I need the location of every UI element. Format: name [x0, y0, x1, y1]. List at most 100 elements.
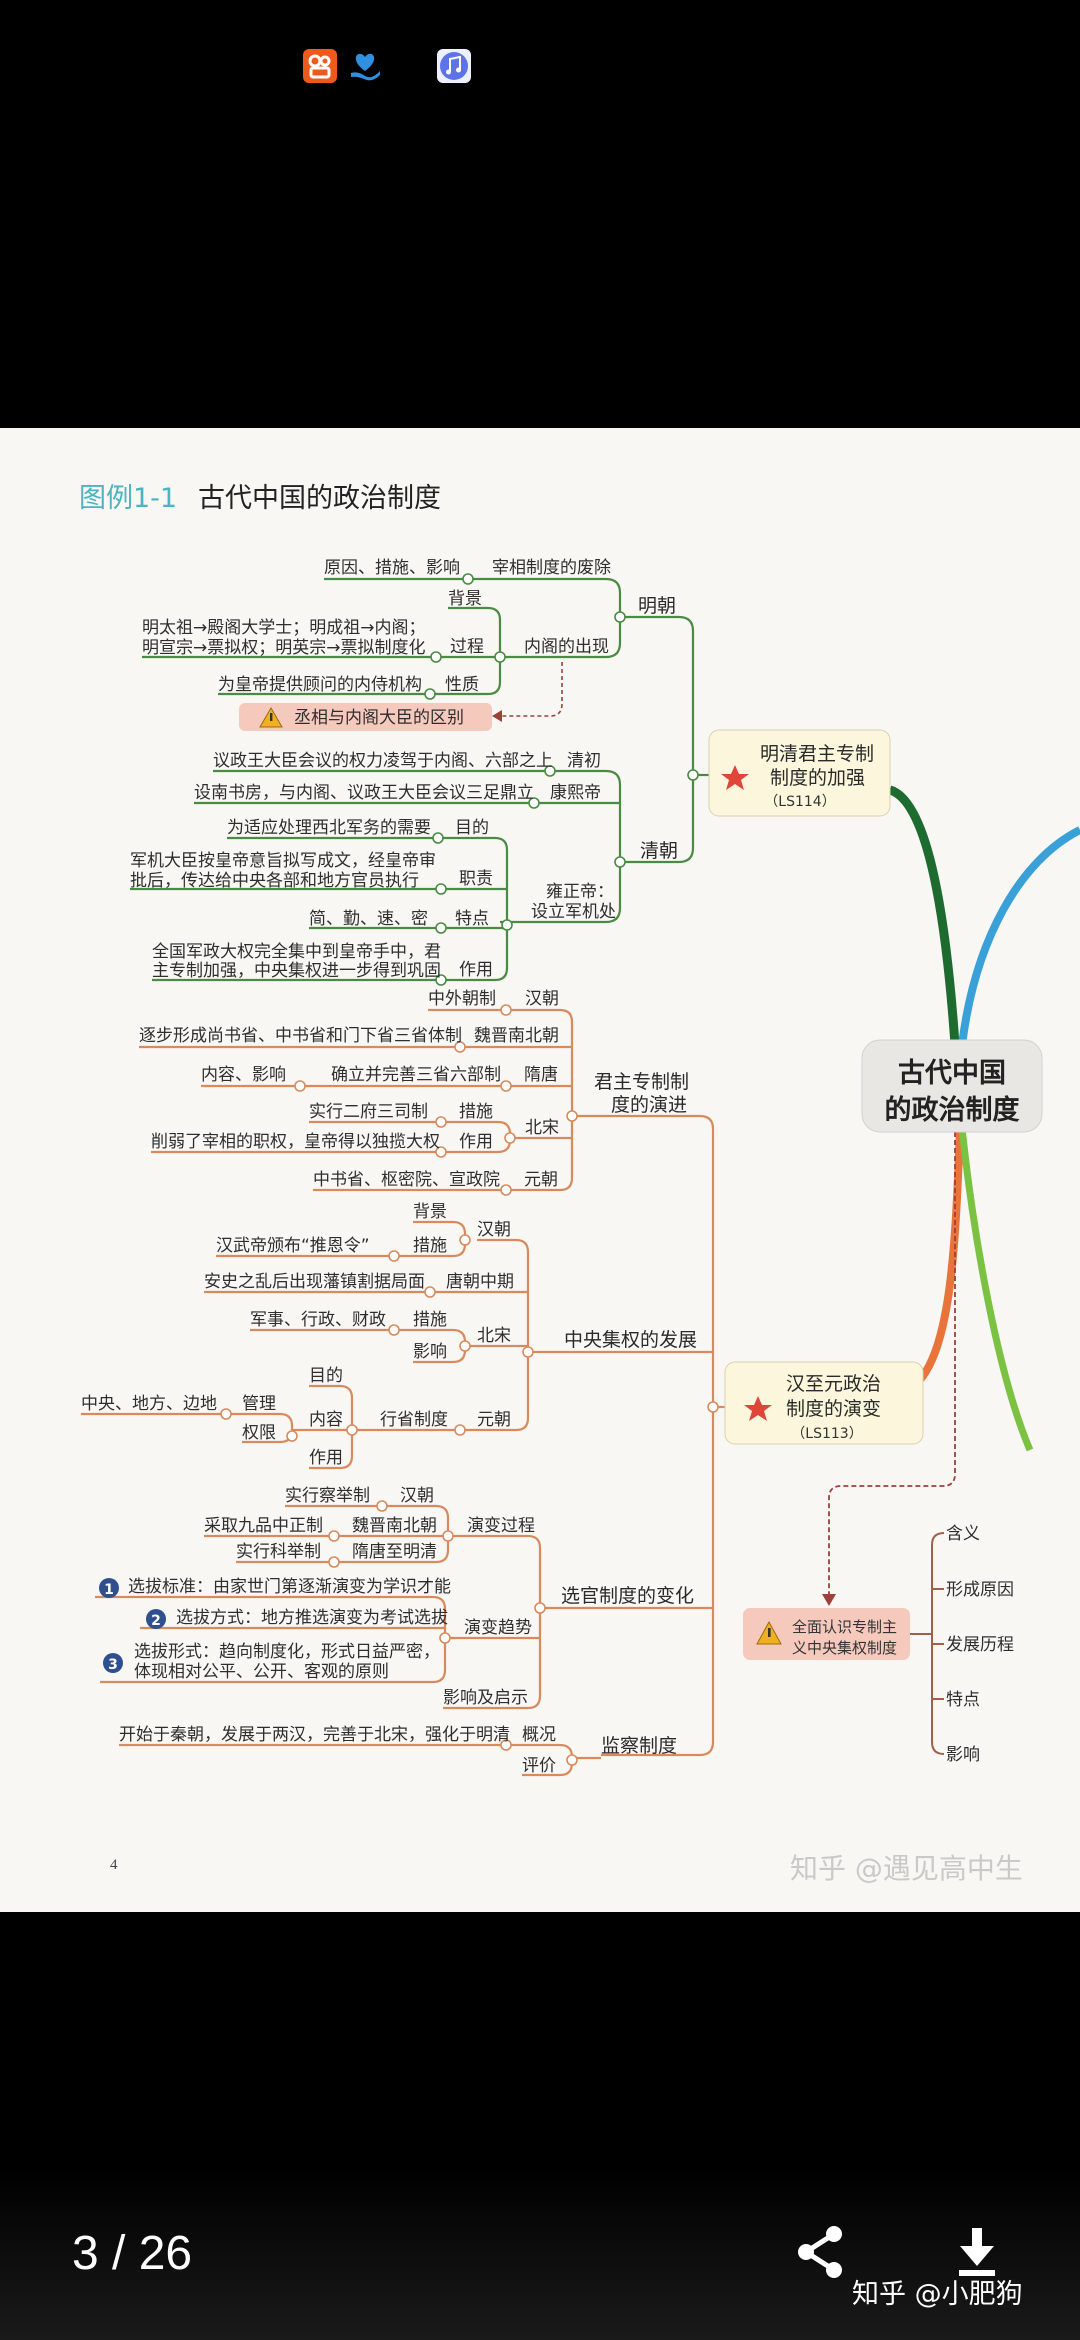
branch-blue: [958, 826, 1080, 1046]
node-autocracy: 度的演进: [611, 1094, 687, 1116]
node-text: 元朝: [477, 1410, 511, 1430]
node-text: 实行科举制: [236, 1542, 321, 1562]
node-text: 批后，传达给中央各部和地方官员执行: [130, 871, 419, 891]
node-text: 隋唐: [524, 1064, 558, 1085]
star-icon: [721, 765, 749, 790]
node-text: 内阁的出现: [524, 637, 609, 657]
share-icon[interactable]: [794, 2224, 850, 2280]
number-badge-text: 3: [108, 1657, 118, 1673]
node-text: 目的: [309, 1366, 343, 1386]
node-text: 特点: [455, 909, 489, 929]
warning-icon: [756, 1620, 782, 1645]
node-text: 作用: [459, 960, 493, 980]
node-text: 汉朝: [477, 1220, 511, 1240]
kuaishou-app-icon: [303, 49, 337, 83]
branch-ming-qing: [888, 785, 960, 1046]
review-item: 特点: [946, 1690, 980, 1710]
page-counter: 3 / 26: [72, 2227, 193, 2280]
node-text: 过程: [450, 637, 484, 657]
node-text: 作用: [459, 1132, 493, 1152]
node-text: 汉至元政治: [786, 1373, 881, 1395]
download-icon[interactable]: [955, 2228, 1001, 2278]
review-item: 影响: [946, 1745, 980, 1765]
node-text: 明太祖→殿阁大学士；明成祖→内阁；: [142, 618, 426, 638]
node-text: 设南书房，与内阁、议政王大臣会议三足鼎立: [194, 783, 534, 803]
node-text: 唐朝中期: [446, 1271, 514, 1292]
han-yuan-node[interactable]: [724, 1361, 924, 1445]
node-text: 逐步形成尚书省、中书省和门下省三省体制: [139, 1026, 462, 1046]
node-selection: 选官制度的变化: [561, 1585, 694, 1607]
center-title-line: 古代中国: [898, 1058, 1006, 1089]
star-icon: [744, 1396, 772, 1421]
node-text: 中书省、枢密院、宣政院: [313, 1170, 500, 1190]
node-ming: 明朝: [638, 595, 676, 617]
node-text: 清初: [567, 751, 601, 771]
node-text: 背景: [448, 589, 482, 609]
node-text: 安史之乱后出现藩镇割据局面: [204, 1272, 425, 1292]
node-text: 措施: [413, 1236, 447, 1256]
node-centralization: 中央集权的发展: [564, 1329, 697, 1351]
node-text: 汉武帝颁布“推恩令”: [216, 1236, 370, 1256]
node-text: 制度的加强: [770, 767, 865, 789]
node-text: 军事、行政、财政: [250, 1310, 386, 1330]
branch-han-yuan: [903, 1127, 964, 1396]
node-text: 汉朝: [400, 1486, 434, 1506]
node-text: 原因、措施、影响: [324, 558, 460, 578]
figure-title: 古代中国的政治制度: [198, 483, 441, 514]
node-text: 实行二府三司制: [309, 1102, 428, 1122]
node-text: 明宣宗→票拟权；明英宗→票拟制度化: [142, 638, 426, 658]
node-text: 魏晋南北朝: [352, 1516, 437, 1536]
node-dots: [424, 573, 699, 986]
node-qing: 清朝: [640, 840, 678, 862]
node-text: 设立军机处: [531, 902, 616, 922]
node-text: 内容: [309, 1410, 343, 1430]
center-node: [861, 1039, 1043, 1133]
ming-qing-node[interactable]: [708, 729, 891, 817]
node-text: 主专制加强，中央集权进一步得到巩固: [152, 961, 441, 981]
node-text: 影响及启示: [443, 1688, 528, 1708]
number-badge: [103, 1653, 123, 1673]
arrow-head: [492, 710, 502, 722]
node-text: 宰相制度的废除: [492, 558, 611, 578]
node-text: 行省制度: [380, 1410, 448, 1430]
node-text: 作用: [309, 1448, 343, 1468]
node-text: 选拔形式：趋向制度化，形式日益严密，: [134, 1642, 440, 1662]
node-text: 目的: [455, 818, 489, 838]
charity-heart-app-icon: [348, 49, 382, 83]
node-text: 管理: [242, 1394, 276, 1414]
node-text: 选拔方式：地方推选演变为考试选拔: [176, 1608, 448, 1628]
dashed-link: [828, 1132, 956, 1600]
node-text: 康熙帝: [550, 783, 601, 803]
node-text: 隋唐至明清: [352, 1541, 437, 1562]
node-text: 实行察举制: [285, 1486, 370, 1506]
figure-label: 图例1-1: [79, 483, 177, 514]
node-text: 性质: [445, 675, 479, 695]
music-app-icon: [437, 49, 471, 83]
page-number: 4: [110, 1857, 118, 1873]
node-text: 削弱了宰相的职权，皇帝得以独揽大权: [151, 1132, 440, 1152]
node-text: 义中央集权制度: [792, 1639, 897, 1657]
lesson-code: （LS113）: [791, 1426, 862, 1442]
node-text: 汉朝: [525, 989, 559, 1009]
number-badge: [99, 1578, 119, 1598]
branch-light-green: [958, 1127, 1034, 1452]
watermark-credit: 知乎 @小肥狗: [852, 2279, 1023, 2310]
node-text: 全面认识专制主: [792, 1618, 897, 1636]
review-item: 形成原因: [946, 1580, 1014, 1600]
node-text: 演变趋势: [464, 1618, 532, 1638]
watermark: 知乎 @遇见高中生: [790, 1852, 1023, 1885]
node-autocracy: 君主专制制: [594, 1071, 689, 1093]
number-badge-text: 2: [151, 1613, 161, 1629]
node-text: 中外朝制: [428, 989, 496, 1009]
node-text: 北宋: [477, 1326, 511, 1346]
node-text: 内容、影响: [201, 1065, 286, 1085]
node-text: 措施: [413, 1310, 447, 1330]
node-text: 简、勤、速、密: [309, 909, 428, 929]
node-text: 演变过程: [467, 1516, 535, 1536]
review-warning-box[interactable]: [743, 1608, 910, 1660]
node-text: 措施: [459, 1102, 493, 1122]
node-supervision: 监察制度: [601, 1735, 677, 1757]
node-text: 选拔标准：由家世门第逐渐演变为学识才能: [128, 1577, 451, 1597]
node-text: 雍正帝：: [546, 882, 614, 902]
